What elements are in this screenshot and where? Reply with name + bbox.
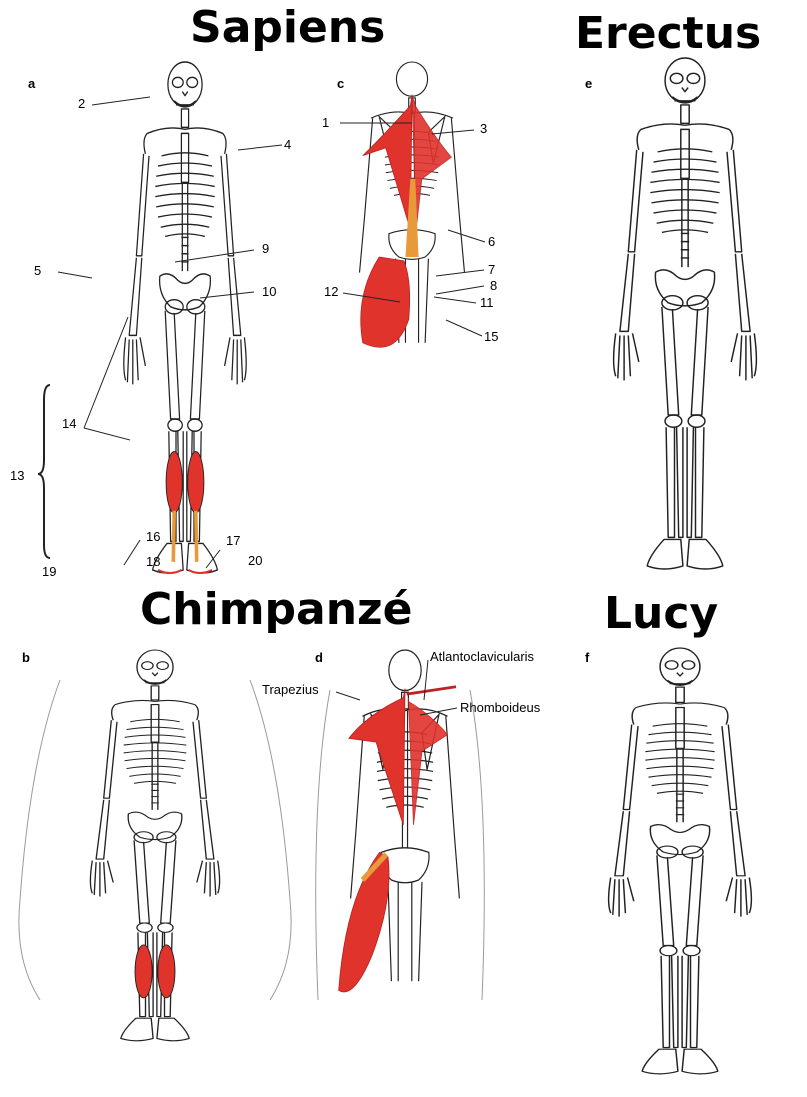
sapiens-back-muscles xyxy=(360,62,465,347)
label-5: 5 xyxy=(34,263,41,278)
label-20: 20 xyxy=(248,553,262,568)
label-16: 16 xyxy=(146,529,160,544)
label-9: 9 xyxy=(262,241,269,256)
chimpanzee-skeleton xyxy=(19,650,291,1041)
label-14: 14 xyxy=(62,416,76,431)
label-11: 11 xyxy=(480,295,494,310)
leg-length-brace xyxy=(38,385,50,558)
erectus-skeleton xyxy=(614,58,757,569)
label-rhomboideus: Rhomboideus xyxy=(460,700,541,715)
sapiens-skeleton xyxy=(124,62,246,573)
label-atlantoclavicularis: Atlantoclavicularis xyxy=(430,649,535,664)
label-19: 19 xyxy=(42,564,56,579)
label-7: 7 xyxy=(488,262,495,277)
label-15: 15 xyxy=(484,329,498,344)
label-10: 10 xyxy=(262,284,276,299)
label-13: 13 xyxy=(10,468,24,483)
label-12: 12 xyxy=(324,284,338,299)
label-3: 3 xyxy=(480,121,487,136)
label-2: 2 xyxy=(78,96,85,111)
lucy-skeleton xyxy=(609,648,752,1074)
label-trapezius: Trapezius xyxy=(262,682,319,697)
label-8: 8 xyxy=(490,278,497,293)
label-1: 1 xyxy=(322,115,329,130)
label-4: 4 xyxy=(284,137,291,152)
chimpanzee-back-muscles xyxy=(316,650,485,1000)
label-17: 17 xyxy=(226,533,240,548)
label-18: 18 xyxy=(146,554,160,569)
label-6: 6 xyxy=(488,234,495,249)
